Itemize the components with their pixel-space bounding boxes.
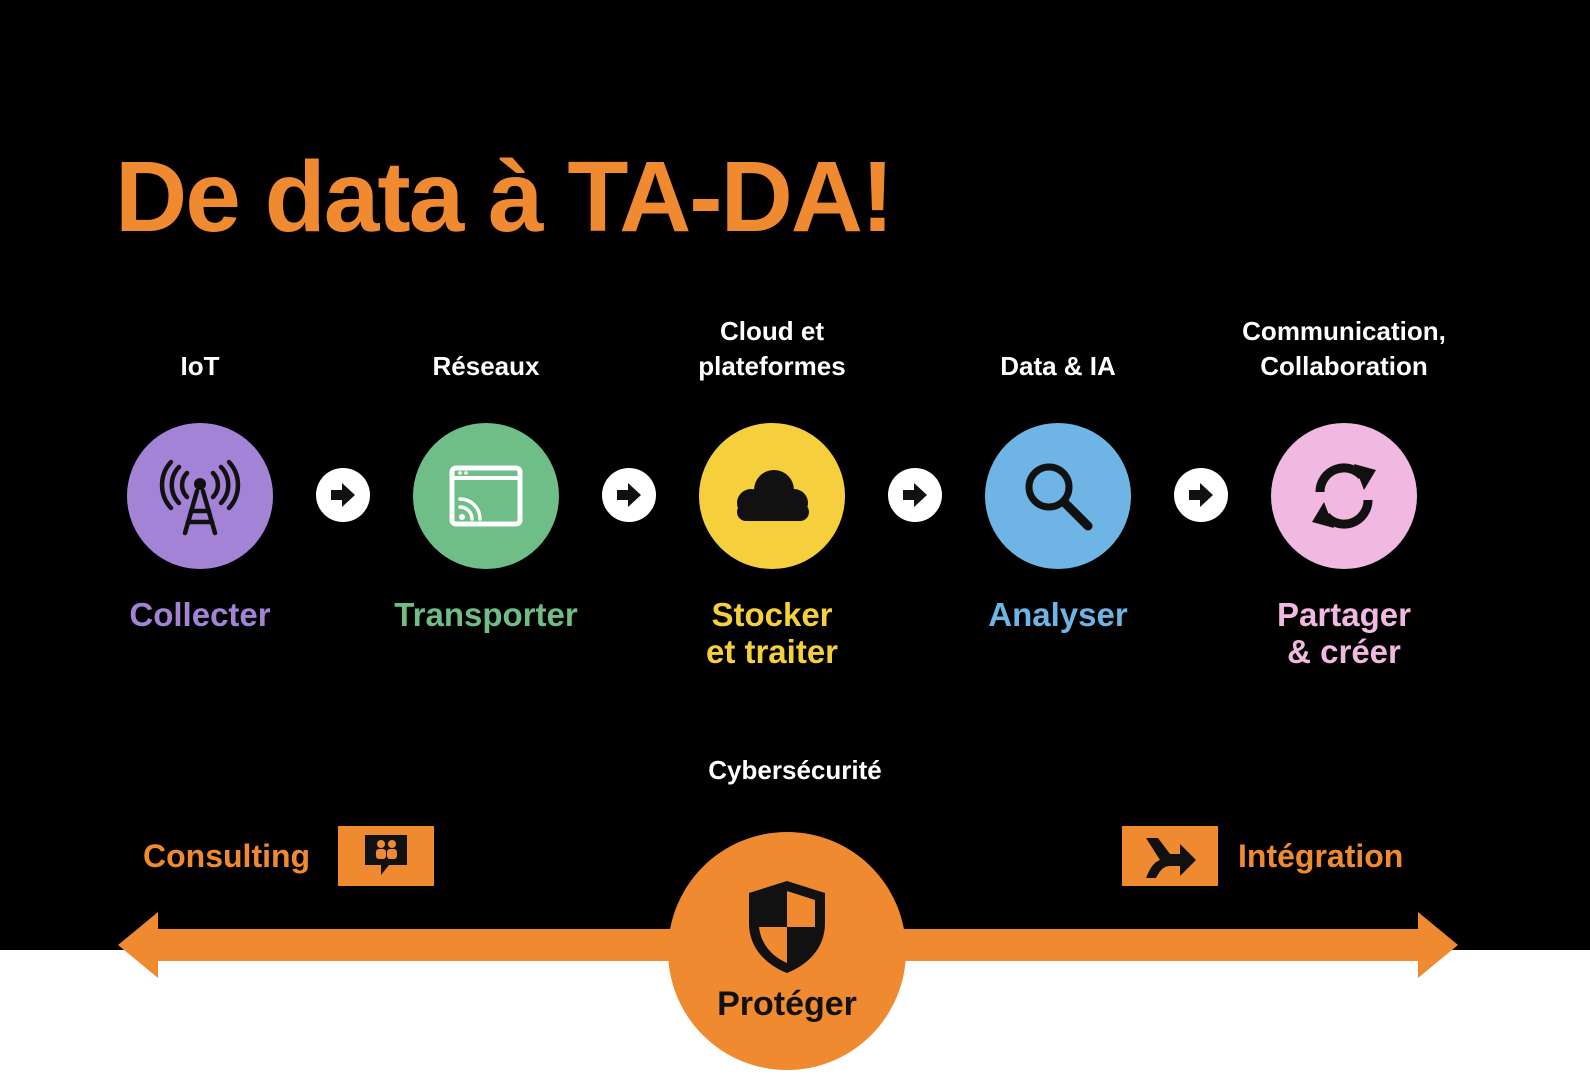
stage-circle-share xyxy=(1271,423,1417,569)
stage-circle-transport xyxy=(413,423,559,569)
integration-label: Intégration xyxy=(1238,838,1404,874)
magnifier-icon xyxy=(1025,463,1093,531)
page-title: De data à TA-DA! xyxy=(115,141,894,253)
right-arrow-icon xyxy=(1189,483,1213,507)
integration-box xyxy=(1122,826,1218,886)
right-arrow-icon xyxy=(617,483,641,507)
stage-circle-store xyxy=(699,423,845,569)
flow-arrow-2 xyxy=(602,468,656,522)
stage-circle-analyse xyxy=(985,423,1131,569)
flow-arrow-1 xyxy=(316,468,370,522)
right-arrow-icon xyxy=(331,483,355,507)
stage-top-label-communication: Communication, Collaboration xyxy=(1242,316,1446,381)
stage-verb-transport: Transporter xyxy=(394,596,578,633)
stage-circle-collect xyxy=(127,423,273,569)
stage-verb-share: Partager & créer xyxy=(1277,596,1411,670)
stage-top-label-cloud: Cloud et plateformes xyxy=(698,316,846,381)
stage-top-label-reseaux: Réseaux xyxy=(432,351,540,381)
flow-arrow-3 xyxy=(888,468,942,522)
flow-arrow-4 xyxy=(1174,468,1228,522)
stage-verb-analyse: Analyser xyxy=(988,596,1128,633)
antenna-icon xyxy=(159,459,241,536)
consulting-chat-icon xyxy=(365,835,407,875)
stage-top-label-iot: IoT xyxy=(180,351,220,381)
consulting-label: Consulting xyxy=(143,838,311,874)
cybersecurity-label: Cybersécurité xyxy=(708,755,882,785)
stage-verb-store: Stocker et traiter xyxy=(705,596,839,670)
merge-arrow-icon xyxy=(1146,838,1196,878)
stage-top-label-data-ia: Data & IA xyxy=(1000,351,1116,381)
sync-icon xyxy=(1312,463,1376,529)
stage-verb-collect: Collecter xyxy=(129,596,271,633)
protect-label: Protéger xyxy=(717,985,857,1023)
cast-screen-icon xyxy=(449,465,523,527)
right-arrow-icon xyxy=(903,483,927,507)
cloud-icon xyxy=(737,470,809,521)
consulting-box xyxy=(338,826,434,886)
shield-icon xyxy=(749,881,825,973)
